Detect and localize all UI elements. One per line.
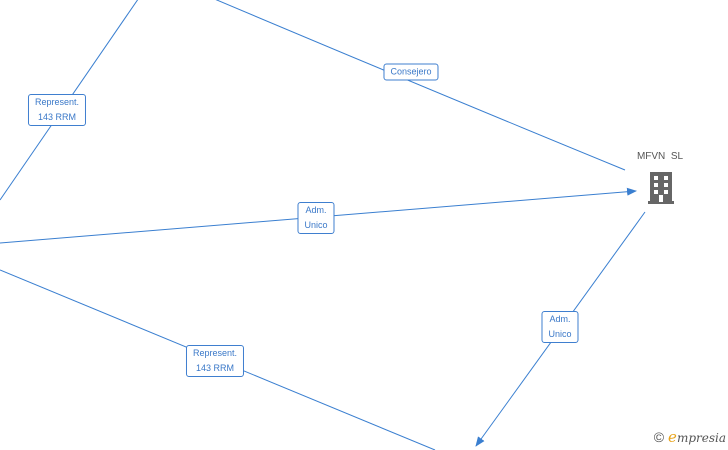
empresia-logo-text: mpresia — [676, 431, 726, 445]
empresia-logo-initial: e — [668, 428, 677, 446]
edge-label-line: Consejero — [390, 66, 432, 77]
edge-label-line: Represent. — [34, 97, 80, 107]
edge-line-consejero — [215, 0, 626, 171]
edge-label-line: Unico — [548, 329, 572, 339]
edge-label-represent-bottom[interactable]: Represent. 143 RRM — [185, 345, 245, 377]
edge-label-adm-unico-center[interactable]: Adm. Unico — [297, 202, 335, 234]
edge-label-line: 143 RRM — [195, 363, 234, 373]
edge-label-line: Unico — [304, 220, 328, 230]
copyright-symbol: © — [653, 429, 665, 445]
node-label-mfvn[interactable]: MFVN SL — [636, 151, 684, 162]
edge-label-represent-top[interactable]: Represent. 143 RRM — [27, 94, 87, 126]
building-icon — [646, 170, 676, 204]
empresia-watermark: ©empresia — [654, 428, 726, 446]
edge-label-line: Adm. — [305, 205, 327, 215]
edge-label-line: Adm. — [549, 314, 571, 324]
edge-label-consejero[interactable]: Consejero — [383, 63, 439, 81]
edge-label-line: 143 RRM — [37, 112, 76, 122]
edge-label-line: Represent. — [192, 348, 238, 358]
edge-label-adm-unico-right[interactable]: Adm. Unico — [541, 311, 579, 343]
